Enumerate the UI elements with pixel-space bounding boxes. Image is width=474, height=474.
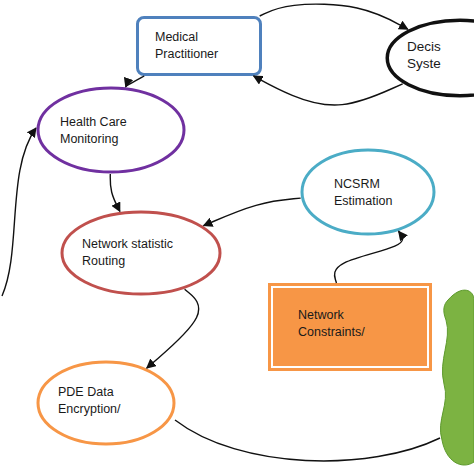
ellipse-shape xyxy=(387,20,474,96)
arrow-connector xyxy=(126,76,145,87)
ellipse-node: NCSRM Estimation xyxy=(300,148,436,236)
arrow-connector xyxy=(260,4,408,29)
node-label: Network Constraints/ xyxy=(298,307,388,341)
ellipse-outline xyxy=(36,86,186,174)
node-label: Network statistic Routing xyxy=(82,236,202,270)
arrow-connector xyxy=(204,198,301,226)
node-label: Medical Practitioner xyxy=(155,29,245,63)
ellipse-node: Decis Syste xyxy=(385,18,474,98)
node-label: PDE Data Encryption/ xyxy=(58,384,148,418)
node-label: NCSRM Estimation xyxy=(334,176,414,210)
ellipse-node: Network statistic Routing xyxy=(60,210,222,296)
ellipse-outline xyxy=(300,148,436,236)
ellipse-node: PDE Data Encryption/ xyxy=(36,360,176,446)
ellipse-shape xyxy=(38,88,184,172)
green-blob xyxy=(440,290,474,465)
arrow-connector xyxy=(335,231,403,283)
process-box: Network Constraints/ xyxy=(268,283,432,371)
process-box: Medical Practitioner xyxy=(136,16,262,76)
ellipse-shape xyxy=(62,212,220,294)
node-label: Decis Syste xyxy=(407,38,449,72)
ellipse-outline xyxy=(60,210,222,296)
arrow-connector xyxy=(254,76,403,105)
arrow-connector xyxy=(110,174,120,211)
ellipse-node: Health Care Monitoring xyxy=(36,86,186,174)
node-label: Health Care Monitoring xyxy=(60,114,160,148)
outgoing-curve xyxy=(175,420,440,461)
ellipse-shape xyxy=(38,362,174,444)
incoming-curve xyxy=(2,128,36,296)
ellipse-shape xyxy=(302,150,434,234)
arrow-connector xyxy=(147,289,199,368)
